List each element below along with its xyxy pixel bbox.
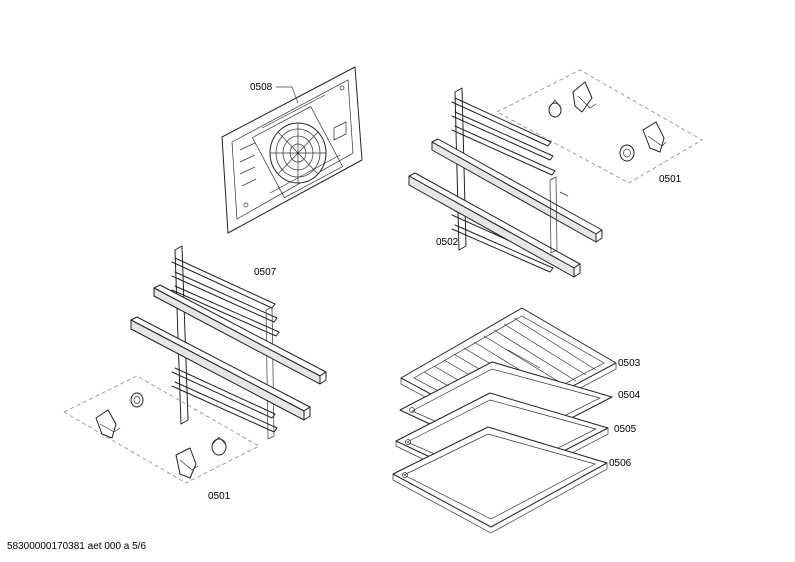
part-label-0506: 0506	[609, 458, 632, 469]
part-label-0505: 0505	[614, 424, 637, 435]
clip-set-top-0501	[496, 69, 703, 184]
rear-panel-0508	[221, 66, 363, 234]
part-label-0502: 0502	[436, 237, 459, 248]
side-rack-0502	[408, 87, 603, 278]
enamel-pan-0506	[392, 426, 608, 534]
part-label-0501-top: 0501	[659, 174, 682, 185]
side-rack-0507	[130, 245, 327, 440]
part-label-0508: 0508	[250, 82, 273, 93]
part-label-0504: 0504	[618, 390, 641, 401]
leader-0508	[276, 86, 299, 104]
clip-set-bottom-0501	[63, 375, 260, 484]
document-id: 58300000170381 aet 000 a 5/6	[7, 541, 147, 552]
part-label-0501-bottom: 0501	[208, 491, 231, 502]
part-label-0507: 0507	[254, 267, 277, 278]
part-label-0503: 0503	[618, 358, 641, 369]
